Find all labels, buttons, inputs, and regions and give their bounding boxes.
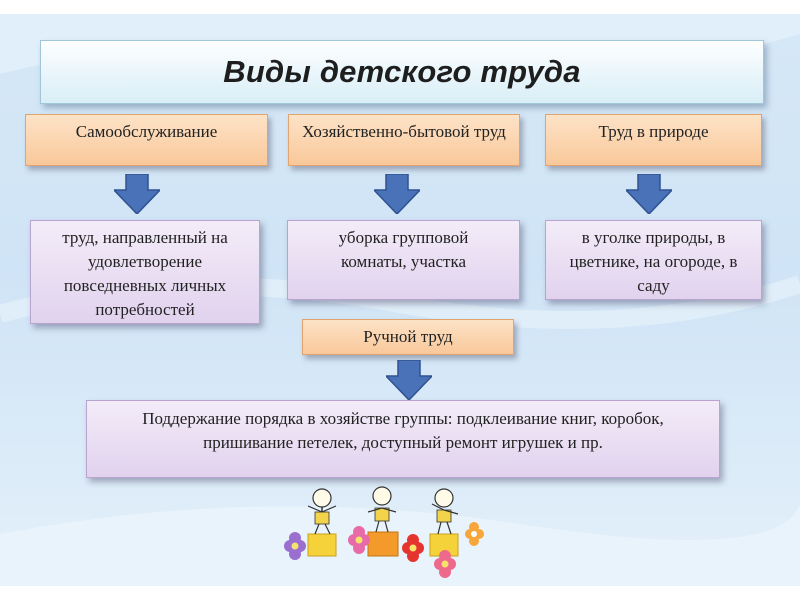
arrow-down-icon xyxy=(114,174,160,214)
description-text: труд, направленный на удовлетворение пов… xyxy=(62,228,228,319)
description-box-manual: Поддержание порядка в хозяйстве группы: … xyxy=(86,400,720,478)
category-label: Труд в природе xyxy=(598,122,709,141)
arrow-down-icon xyxy=(386,360,432,400)
arrow-down-icon xyxy=(374,174,420,214)
description-text: уборка групповой комнаты, участка xyxy=(338,228,469,271)
description-text: Поддержание порядка в хозяйстве группы: … xyxy=(142,409,664,452)
arrow-down-icon xyxy=(626,174,672,214)
category-box-household: Хозяйственно-бытовой труд xyxy=(288,114,520,166)
category-box-manual: Ручной труд xyxy=(302,319,514,355)
category-label: Самообслуживание xyxy=(75,122,218,141)
children-flowers-illustration xyxy=(284,486,484,578)
description-box-nature: в уголке природы, в цветнике, на огороде… xyxy=(545,220,762,300)
page-title: Виды детского труда xyxy=(223,54,581,89)
slide-background: Виды детского труда Самообслуживание Хоз… xyxy=(0,14,800,586)
category-label: Хозяйственно-бытовой труд xyxy=(302,122,506,141)
title-box: Виды детского труда xyxy=(40,40,764,104)
category-box-nature: Труд в природе xyxy=(545,114,762,166)
category-label: Ручной труд xyxy=(363,327,453,346)
description-box-self-care: труд, направленный на удовлетворение пов… xyxy=(30,220,260,324)
description-text: в уголке природы, в цветнике, на огороде… xyxy=(569,228,738,295)
category-box-self-care: Самообслуживание xyxy=(25,114,268,166)
description-box-household: уборка групповой комнаты, участка xyxy=(287,220,520,300)
